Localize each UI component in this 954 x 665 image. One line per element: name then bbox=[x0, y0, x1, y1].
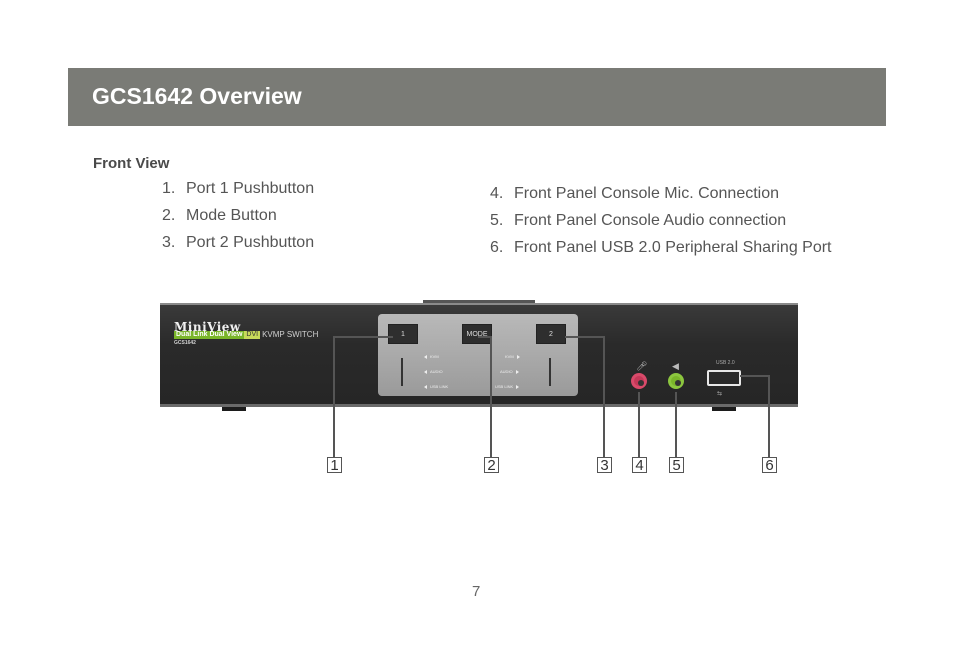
led-kvm-2: KVM bbox=[505, 354, 520, 359]
speaker-icon: ◀︎ bbox=[672, 361, 679, 371]
callout-line-2 bbox=[490, 336, 492, 457]
port2-slot bbox=[549, 358, 551, 386]
mic-jack[interactable] bbox=[631, 373, 647, 389]
device-top-tab bbox=[423, 300, 535, 304]
callout-2: 2 bbox=[484, 457, 499, 474]
list-item: 5.Front Panel Console Audio connection bbox=[490, 212, 787, 229]
dual-link-badge: Dual Link Dual View bbox=[174, 331, 245, 339]
led-kvm-1: KVM bbox=[424, 354, 439, 359]
list-item: 1.Port 1 Pushbutton bbox=[162, 180, 315, 197]
callout-line-6 bbox=[768, 375, 770, 457]
callout-line-1-h bbox=[333, 336, 393, 338]
callout-1: 1 bbox=[327, 457, 342, 474]
mode-button[interactable]: MODE bbox=[462, 324, 492, 344]
device-foot-right bbox=[712, 407, 736, 411]
mic-icon: 🎤︎ bbox=[636, 361, 648, 371]
led-usb-1: USB LINK bbox=[424, 384, 448, 389]
callout-line-1 bbox=[333, 336, 335, 457]
section-heading: Front View bbox=[93, 155, 170, 172]
callout-4: 4 bbox=[632, 457, 647, 474]
callout-line-3 bbox=[603, 336, 605, 457]
port1-slot bbox=[401, 358, 403, 386]
port1-button[interactable]: 1 bbox=[388, 324, 418, 344]
page-number: 7 bbox=[472, 583, 481, 600]
list-item: 4.Front Panel Console Mic. Connection bbox=[490, 185, 780, 202]
led-usb-2: USB LINK bbox=[495, 384, 520, 389]
callout-line-4 bbox=[638, 392, 640, 457]
title-bar: GCS1642 Overview bbox=[68, 68, 886, 126]
list-item: 3.Port 2 Pushbutton bbox=[162, 234, 315, 251]
button-panel: 1 MODE 2 KVM AUDIO USB LINK KVM AUDIO US… bbox=[378, 314, 578, 396]
list-item: 6.Front Panel USB 2.0 Peripheral Sharing… bbox=[490, 239, 832, 256]
callout-5: 5 bbox=[669, 457, 684, 474]
callout-3: 3 bbox=[597, 457, 612, 474]
page-title: GCS1642 Overview bbox=[92, 83, 302, 109]
usb-label: USB 2.0 bbox=[716, 360, 735, 366]
list-item: 2.Mode Button bbox=[162, 207, 277, 224]
kvmp-label: KVMP SWITCH bbox=[262, 330, 319, 339]
product-line: Dual Link Dual View DVI KVMP SWITCH bbox=[174, 331, 318, 339]
callout-line-2-h bbox=[478, 336, 492, 338]
callout-line-6-h bbox=[740, 375, 770, 377]
callout-line-3-h bbox=[565, 336, 605, 338]
device-foot-left bbox=[222, 407, 246, 411]
dvi-badge: DVI bbox=[244, 331, 261, 339]
audio-jack[interactable] bbox=[668, 373, 684, 389]
model-label: GCS1642 bbox=[174, 340, 196, 346]
led-audio-2: AUDIO bbox=[500, 369, 519, 374]
usb-icon: ⇆ bbox=[717, 391, 723, 397]
brand-logo: MiniView bbox=[174, 320, 241, 334]
led-audio-1: AUDIO bbox=[424, 369, 443, 374]
callout-6: 6 bbox=[762, 457, 777, 474]
callout-line-5 bbox=[675, 392, 677, 457]
feature-list-right: 4.Front Panel Console Mic. Connection 5.… bbox=[490, 184, 832, 265]
feature-list-left: 1.Port 1 Pushbutton 2.Mode Button 3.Port… bbox=[162, 179, 314, 260]
port2-button[interactable]: 2 bbox=[536, 324, 566, 344]
usb-port[interactable] bbox=[707, 370, 741, 386]
